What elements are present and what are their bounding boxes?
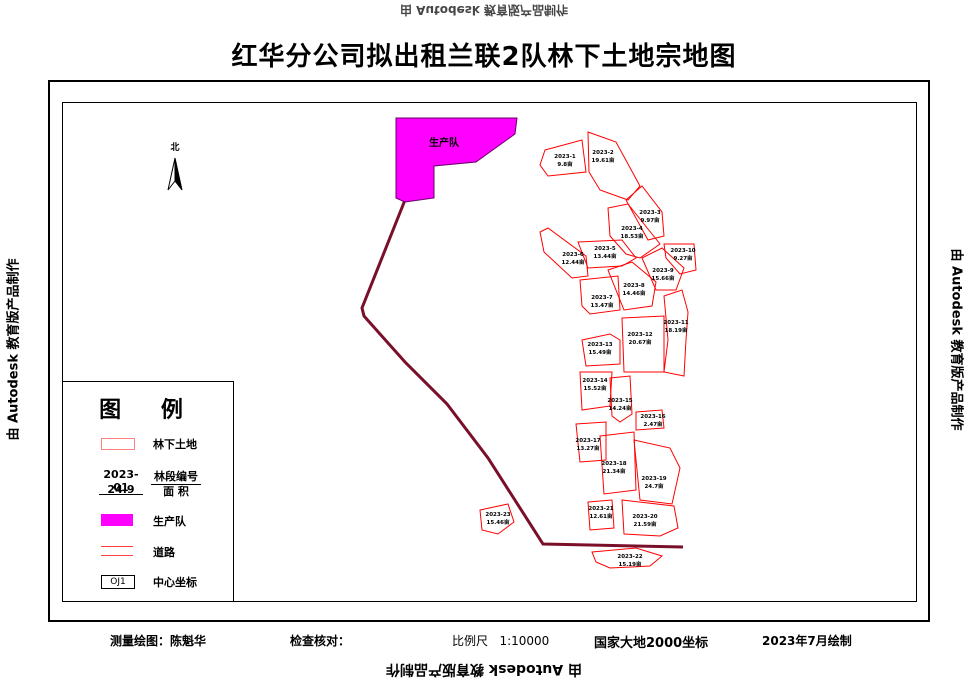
legend-area-label: 面 积 — [163, 485, 189, 498]
parcel-10-area: 9.27亩 — [673, 254, 693, 262]
parcel-17-outline — [575, 421, 607, 463]
footer-scale: 比例尺 1:10000 — [452, 634, 550, 648]
parcel-2-id: 2023-2 — [592, 150, 614, 156]
parcel-11-id: 2023-11 — [663, 320, 688, 326]
parcel-13-area: 15.49亩 — [589, 348, 612, 356]
parcel-8-outline — [607, 261, 657, 311]
footer-checker: 检查核对： — [290, 634, 351, 648]
legend-forest-label: 林下土地 — [153, 438, 197, 451]
legend-sample-area: 24.9 — [107, 483, 135, 496]
parcel-21-outline — [587, 499, 615, 531]
team-area-label: 生产队 — [429, 136, 460, 149]
parcel-2-outline — [587, 131, 641, 201]
footer-coords: 国家大地2000坐标 — [594, 636, 709, 651]
parcel-5-area: 13.44亩 — [594, 252, 617, 260]
parcel-15-id: 2023-15 — [607, 398, 632, 404]
parcel-21-id: 2023-21 — [588, 506, 613, 512]
parcel-17-area: 13.27亩 — [577, 444, 600, 452]
parcel-16-outline — [635, 409, 665, 431]
parcel-15-outline — [609, 375, 633, 423]
parcel-21-area: 12.61亩 — [590, 512, 613, 520]
parcel-22-area: 15.19亩 — [619, 560, 642, 568]
parcel-20-outline — [621, 499, 679, 537]
parcel-22-id: 2023-22 — [617, 554, 642, 560]
parcel-12-id: 2023-12 — [627, 332, 652, 338]
legend: 图 例 林下土地 2023-01 24.9 林段编号 面 积 生产队 道路 OJ… — [62, 381, 234, 602]
legend-sample-id: 2023-01 — [99, 468, 143, 495]
parcel-22-outline — [591, 547, 664, 569]
parcel-18-id: 2023-18 — [601, 461, 626, 467]
parcel-7-outline — [579, 275, 621, 315]
parcel-13-id: 2023-13 — [587, 342, 612, 348]
parcel-4-outline — [607, 203, 661, 259]
parcel-1-outline — [539, 139, 587, 177]
parcel-3-outline — [625, 185, 665, 241]
parcel-3-area: 9.97亩 — [640, 216, 660, 224]
parcel-9-area: 15.66亩 — [652, 274, 675, 282]
parcel-9-outline — [641, 247, 685, 291]
parcel-1-id: 2023-1 — [554, 154, 576, 160]
parcel-3-id: 2023-3 — [639, 210, 661, 216]
parcel-6-outline — [539, 227, 589, 279]
parcel-12-area: 20.67亩 — [629, 338, 652, 346]
parcel-7-area: 13.47亩 — [591, 301, 614, 309]
legend-title: 图 例 — [99, 398, 199, 423]
legend-forest-swatch — [101, 438, 135, 450]
parcel-23-area: 15.46亩 — [487, 518, 510, 526]
parcel-10-outline — [663, 243, 697, 275]
parcel-6-area: 12.44亩 — [562, 258, 585, 266]
parcel-9-id: 2023-9 — [652, 268, 674, 274]
parcel-13-outline — [581, 333, 621, 367]
parcel-14-outline — [579, 371, 613, 411]
parcel-11-outline — [663, 289, 689, 377]
legend-parcel-no-label: 林段编号 — [151, 468, 201, 485]
map-frame — [62, 102, 917, 602]
parcel-15-area: 14.24亩 — [609, 404, 632, 412]
parcel-19-area: 24.7亩 — [644, 482, 664, 490]
parcel-5-id: 2023-5 — [594, 246, 616, 252]
legend-center-label: 中心坐标 — [153, 576, 197, 589]
legend-team-label: 生产队 — [153, 515, 186, 528]
parcel-6-id: 2023-6 — [562, 252, 584, 258]
parcel-18-area: 21.34亩 — [603, 467, 626, 475]
parcel-4-area: 18.53亩 — [621, 232, 644, 240]
outer-frame — [48, 80, 930, 622]
parcel-19-outline — [633, 439, 681, 505]
parcel-8-id: 2023-8 — [623, 283, 645, 289]
parcel-17-id: 2023-17 — [575, 438, 600, 444]
road — [360, 199, 684, 549]
parcel-19-id: 2023-19 — [641, 476, 666, 482]
parcel-outlines — [479, 131, 697, 569]
parcel-20-area: 21.59亩 — [634, 520, 657, 528]
legend-road-swatch — [101, 546, 133, 556]
parcel-2-area: 19.61亩 — [592, 156, 615, 164]
parcel-7-id: 2023-7 — [591, 295, 613, 301]
legend-road-label: 道路 — [153, 546, 175, 559]
parcel-23-id: 2023-23 — [485, 512, 510, 518]
parcel-4-id: 2023-4 — [621, 226, 643, 232]
footer-surveyor: 测量绘图：陈魁华 — [110, 634, 207, 648]
parcel-16-area: 2.47亩 — [643, 420, 663, 428]
parcel-23-outline — [479, 503, 515, 535]
parcel-1-area: 9.8亩 — [557, 160, 573, 168]
legend-center-box: OJ1 — [101, 575, 135, 589]
parcel-14-id: 2023-14 — [582, 378, 607, 384]
legend-team-swatch — [101, 514, 133, 526]
parcel-18-outline — [599, 431, 637, 495]
parcel-14-area: 15.52亩 — [584, 384, 607, 392]
parcel-16-id: 2023-16 — [640, 414, 665, 420]
parcel-8-area: 14.46亩 — [623, 289, 646, 297]
footer-date: 2023年7月绘制 — [762, 634, 852, 648]
production-team-area — [395, 117, 518, 203]
north-arrow-icon — [167, 157, 183, 191]
parcel-10-id: 2023-10 — [670, 248, 695, 254]
map-title: 红华分公司拟出租兰联2队林下土地宗地图 — [231, 42, 737, 72]
parcel-11-area: 18.19亩 — [665, 326, 688, 334]
north-label: 北 — [170, 141, 179, 153]
parcel-12-outline — [621, 315, 665, 373]
parcel-20-id: 2023-20 — [632, 514, 657, 520]
parcel-labels: 2023-1 9.8亩 2023-2 19.61亩 2023-3 9.97亩 2… — [485, 150, 695, 568]
